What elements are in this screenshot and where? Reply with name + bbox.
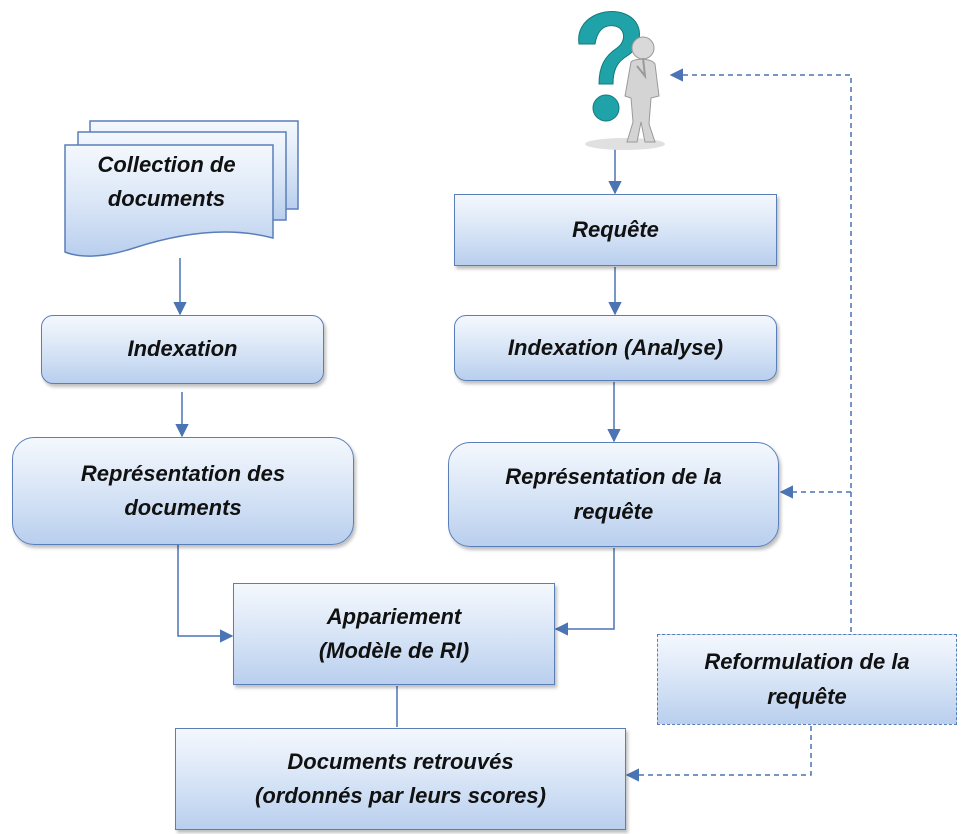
thinking-person-question-mark-icon	[578, 11, 665, 150]
representation-docs-line-1: Représentation des	[80, 460, 286, 486]
appariement-line-2: (Modèle de RI)	[318, 638, 470, 663]
arrow-representation-docs-to-appariement	[177, 545, 234, 643]
indexation-analyse-box: Indexation (Analyse)	[454, 315, 777, 381]
arrow-representation-requete-to-appariement	[554, 548, 615, 636]
representation-documents-box: Représentation des documents	[12, 437, 354, 545]
collection-line-1: Collection de	[97, 152, 236, 177]
representation-docs-line-2: documents	[124, 495, 242, 520]
dashed-arrow-feedback-to-user	[669, 68, 852, 632]
requete-label: Requête	[572, 216, 659, 242]
reformulation-box: Reformulation de la requête	[657, 634, 957, 725]
collection-documents-label: Collection de documents	[64, 148, 269, 216]
documents-retrouves-line-2: (ordonnés par leurs scores)	[255, 783, 546, 808]
indexation-label: Indexation	[127, 336, 238, 362]
reformulation-line-2: requête	[767, 683, 847, 709]
documents-retrouves-box: Documents retrouvés (ordonnés par leurs …	[175, 728, 626, 830]
appariement-line-1: Appariement	[326, 603, 462, 629]
reformulation-line-1: Reformulation de la	[704, 649, 910, 675]
representation-requete-box: Représentation de la requête	[448, 442, 779, 547]
representation-requete-line-1: Représentation de la	[505, 464, 722, 490]
representation-requete-line-2: requête	[573, 498, 654, 524]
indexation-box: Indexation	[41, 315, 324, 384]
document-stack-icon	[64, 120, 299, 257]
dashed-arrow-results-to-reformulation	[625, 726, 812, 782]
appariement-box: Appariement (Modèle de RI)	[233, 583, 555, 685]
documents-retrouves-line-1: Documents retrouvés	[287, 748, 514, 774]
collection-line-2: documents	[107, 186, 226, 212]
indexation-analyse-label: Indexation (Analyse)	[507, 334, 724, 360]
requete-box: Requête	[454, 194, 777, 266]
